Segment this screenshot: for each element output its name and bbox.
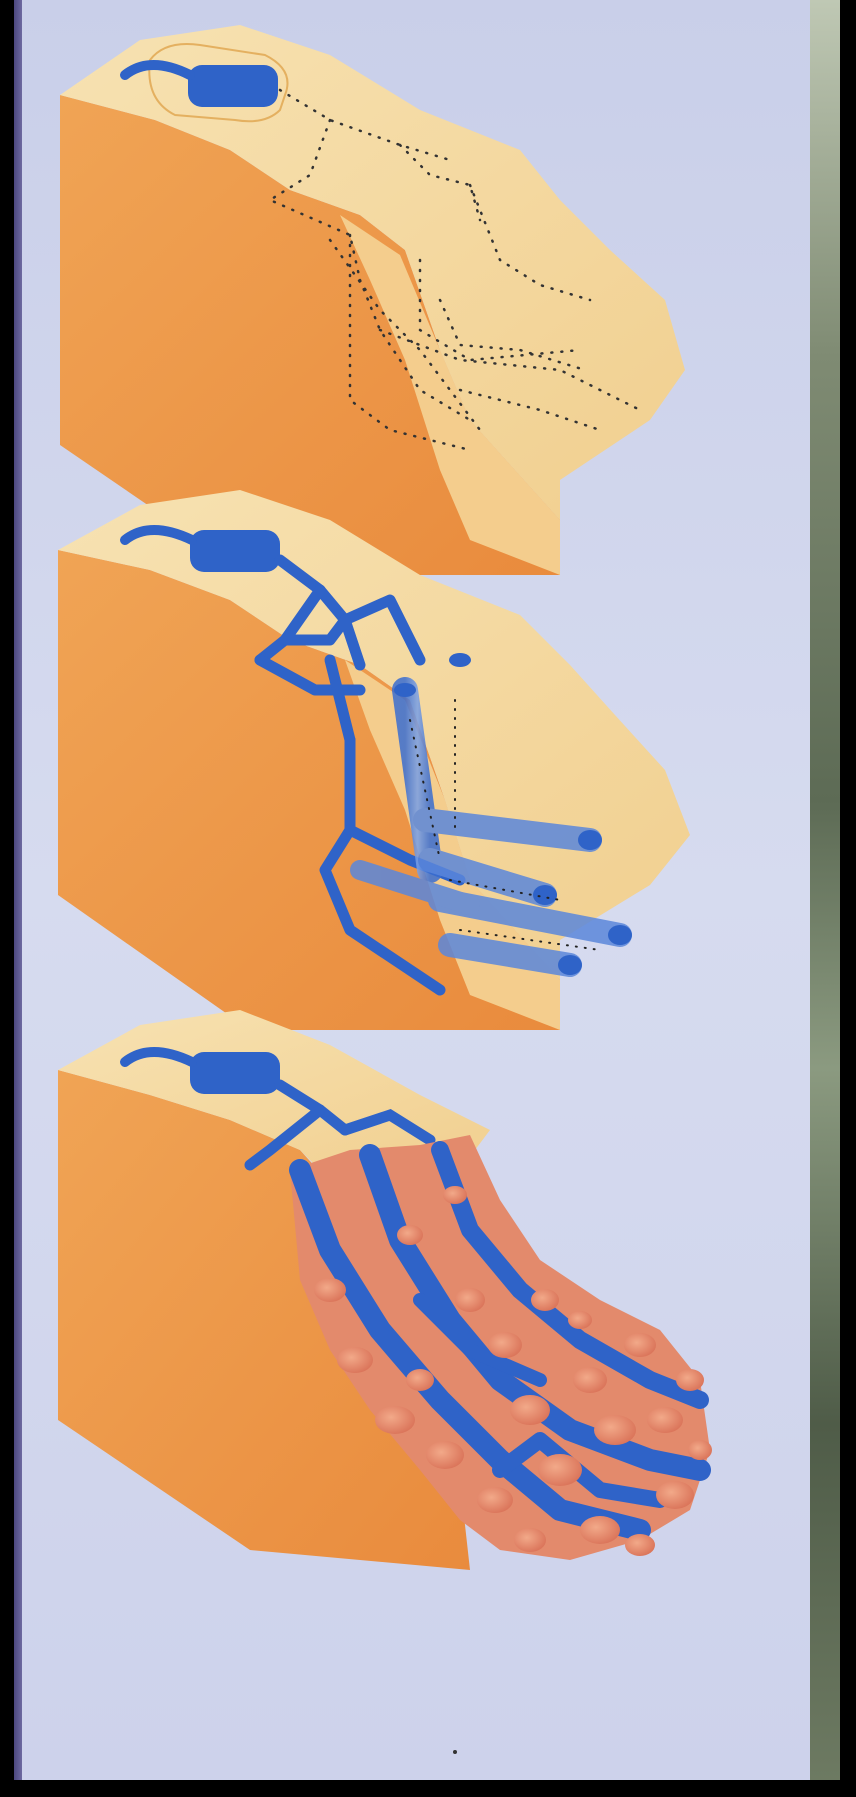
panel-2-reservoir bbox=[190, 530, 280, 572]
panel-2-slope bbox=[58, 490, 690, 1030]
panel-3-reservoir bbox=[190, 1052, 280, 1094]
panel-3-stray-speck bbox=[453, 1750, 457, 1754]
panel-1-reservoir bbox=[188, 65, 278, 107]
panel-3-slope bbox=[58, 1010, 712, 1754]
panel-1-slope bbox=[60, 25, 685, 575]
